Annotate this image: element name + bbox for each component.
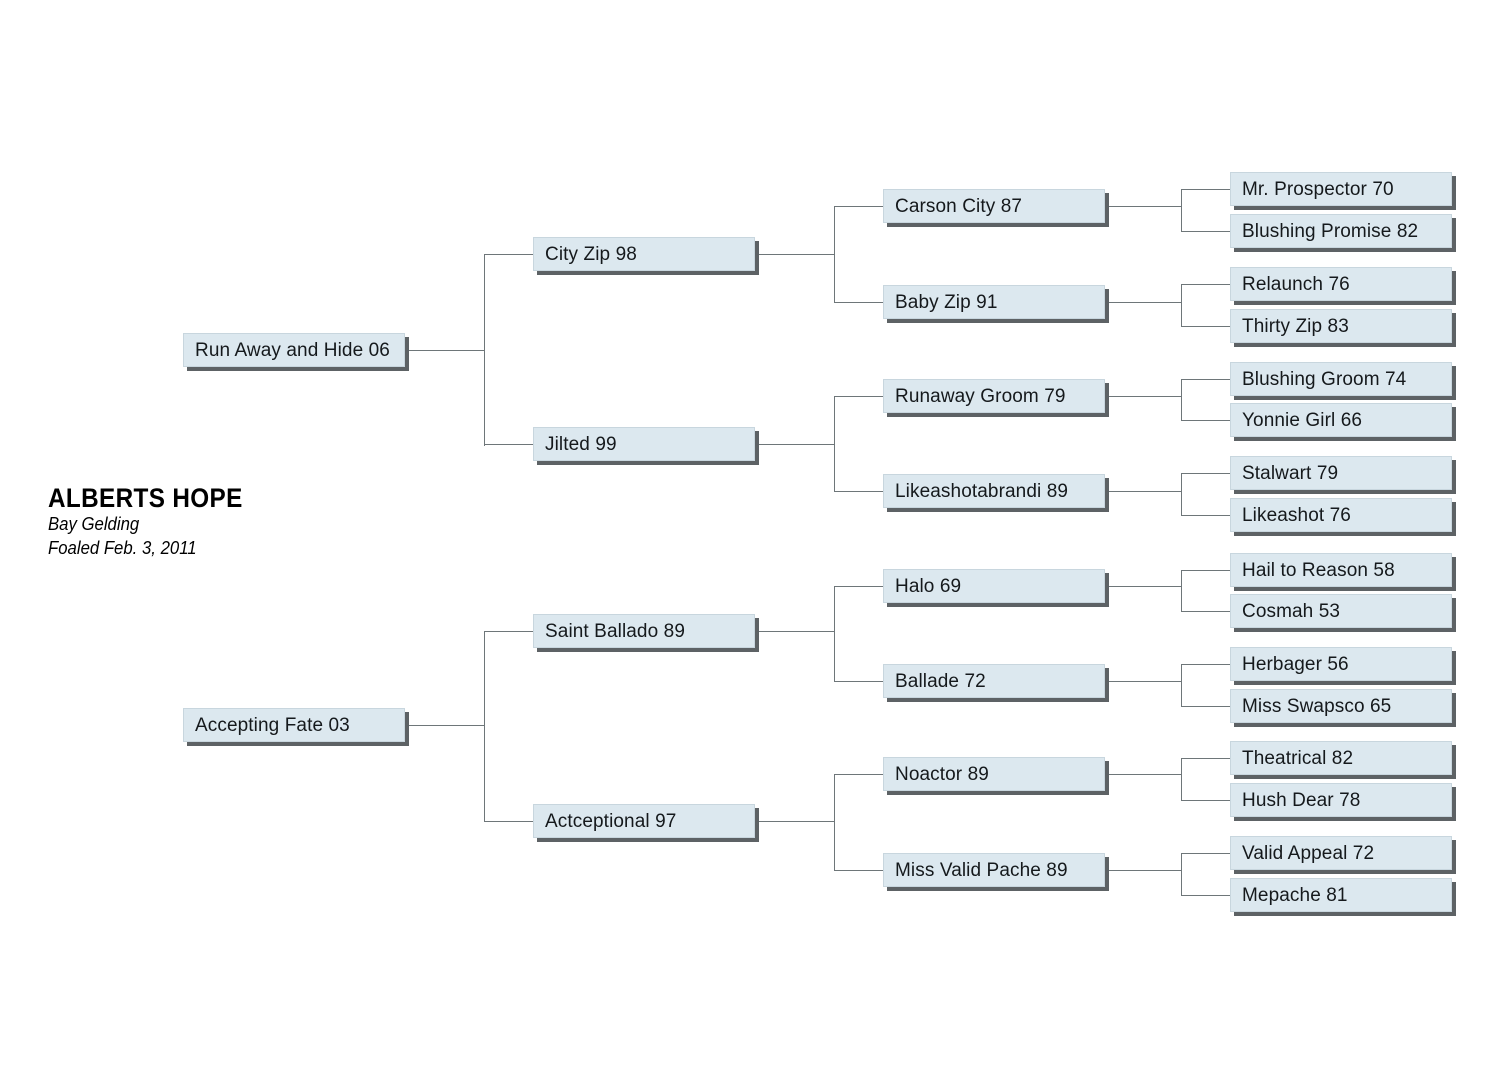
- connector-dam-branch-top: [484, 631, 533, 632]
- connector-ds-branch-bottom: [834, 681, 883, 682]
- connector-dam-branch-bottom: [484, 821, 533, 822]
- connector-dss-branch-bottom: [1181, 611, 1230, 612]
- subject-info: ALBERTS HOPE Bay Gelding Foaled Feb. 3, …: [48, 483, 378, 560]
- pedigree-node-dsd-dam[interactable]: Miss Swapsco 65: [1230, 689, 1452, 723]
- connector-sdd-riser: [1181, 473, 1182, 515]
- connector-sss-branch-top: [1181, 189, 1230, 190]
- pedigree-node-dam[interactable]: Accepting Fate 03: [183, 708, 405, 742]
- pedigree-node-dsd-sire[interactable]: Herbager 56: [1230, 647, 1452, 681]
- pedigree-node-sd-sire[interactable]: Runaway Groom 79: [883, 379, 1105, 413]
- connector-ddd-stem: [1109, 870, 1181, 871]
- connector-sds-branch-top: [1181, 379, 1230, 380]
- pedigree-node-ddd-dam[interactable]: Mepache 81: [1230, 878, 1452, 912]
- pedigree-node-ssd-dam[interactable]: Thirty Zip 83: [1230, 309, 1452, 343]
- connector-sd-riser: [834, 396, 835, 491]
- pedigree-node-sire[interactable]: Run Away and Hide 06: [183, 333, 405, 367]
- connector-sire-branch-bottom: [484, 444, 533, 445]
- pedigree-node-dd-sire[interactable]: Noactor 89: [883, 757, 1105, 791]
- pedigree-node-ds-dam[interactable]: Ballade 72: [883, 664, 1105, 698]
- connector-dds-riser: [1181, 758, 1182, 800]
- pedigree-node-dss-sire[interactable]: Hail to Reason 58: [1230, 553, 1452, 587]
- connector-dd-branch-top: [834, 774, 883, 775]
- connector-dss-branch-top: [1181, 570, 1230, 571]
- connector-sss-riser: [1181, 189, 1182, 231]
- connector-ddd-riser: [1181, 853, 1182, 895]
- connector-dd-riser: [834, 774, 835, 870]
- connector-dsd-stem: [1109, 681, 1181, 682]
- connector-dds-branch-bottom: [1181, 800, 1230, 801]
- pedigree-node-dam-dam[interactable]: Actceptional 97: [533, 804, 755, 838]
- connector-ddd-branch-top: [1181, 853, 1230, 854]
- connector-dds-branch-top: [1181, 758, 1230, 759]
- connector-ssd-riser: [1181, 284, 1182, 326]
- connector-ssd-stem: [1109, 302, 1181, 303]
- page-title: ALBERTS HOPE: [48, 483, 243, 513]
- pedigree-node-ss-dam[interactable]: Baby Zip 91: [883, 285, 1105, 319]
- pedigree-node-sss-sire[interactable]: Mr. Prospector 70: [1230, 172, 1452, 206]
- pedigree-node-sdd-sire[interactable]: Stalwart 79: [1230, 456, 1452, 490]
- subject-description: Bay Gelding: [48, 514, 140, 535]
- pedigree-node-sire-dam[interactable]: Jilted 99: [533, 427, 755, 461]
- connector-ddd-branch-bottom: [1181, 895, 1230, 896]
- connector-dd-stem: [759, 821, 834, 822]
- pedigree-node-dds-dam[interactable]: Hush Dear 78: [1230, 783, 1452, 817]
- connector-sire-stem: [409, 350, 484, 351]
- connector-dd-branch-bottom: [834, 870, 883, 871]
- pedigree-node-ssd-sire[interactable]: Relaunch 76: [1230, 267, 1452, 301]
- pedigree-node-sire-sire[interactable]: City Zip 98: [533, 237, 755, 271]
- connector-ss-riser: [834, 206, 835, 302]
- connector-sire-riser: [484, 254, 485, 446]
- connector-dsd-branch-top: [1181, 664, 1230, 665]
- connector-sdd-stem: [1109, 491, 1181, 492]
- pedigree-node-dds-sire[interactable]: Theatrical 82: [1230, 741, 1452, 775]
- pedigree-node-sd-dam[interactable]: Likeashotabrandi 89: [883, 474, 1105, 508]
- connector-ssd-branch-top: [1181, 284, 1230, 285]
- connector-dam-stem: [409, 725, 484, 726]
- connector-dam-riser: [484, 631, 485, 821]
- connector-sd-branch-bottom: [834, 491, 883, 492]
- connector-ss-stem: [759, 254, 834, 255]
- pedigree-node-sds-sire[interactable]: Blushing Groom 74: [1230, 362, 1452, 396]
- connector-dss-riser: [1181, 570, 1182, 611]
- connector-ss-branch-bottom: [834, 302, 883, 303]
- connector-sss-branch-bottom: [1181, 231, 1230, 232]
- pedigree-node-ddd-sire[interactable]: Valid Appeal 72: [1230, 836, 1452, 870]
- connector-ds-riser: [834, 586, 835, 681]
- pedigree-node-ds-sire[interactable]: Halo 69: [883, 569, 1105, 603]
- pedigree-node-sds-dam[interactable]: Yonnie Girl 66: [1230, 403, 1452, 437]
- connector-sds-branch-bottom: [1181, 420, 1230, 421]
- connector-dds-stem: [1109, 774, 1181, 775]
- connector-dss-stem: [1109, 586, 1181, 587]
- connector-sd-stem: [759, 444, 834, 445]
- connector-sds-stem: [1109, 396, 1181, 397]
- subject-foaled-date: Foaled Feb. 3, 2011: [48, 537, 197, 558]
- connector-dsd-branch-bottom: [1181, 706, 1230, 707]
- pedigree-node-sdd-dam[interactable]: Likeashot 76: [1230, 498, 1452, 532]
- connector-ssd-branch-bottom: [1181, 326, 1230, 327]
- pedigree-node-ss-sire[interactable]: Carson City 87: [883, 189, 1105, 223]
- connector-sss-stem: [1109, 206, 1181, 207]
- connector-ss-branch-top: [834, 206, 883, 207]
- connector-sdd-branch-bottom: [1181, 515, 1230, 516]
- connector-sd-branch-top: [834, 396, 883, 397]
- pedigree-node-sss-dam[interactable]: Blushing Promise 82: [1230, 214, 1452, 248]
- connector-dsd-riser: [1181, 664, 1182, 706]
- pedigree-node-dd-dam[interactable]: Miss Valid Pache 89: [883, 853, 1105, 887]
- connector-sdd-branch-top: [1181, 473, 1230, 474]
- connector-sds-riser: [1181, 379, 1182, 420]
- connector-ds-stem: [759, 631, 834, 632]
- pedigree-node-dss-dam[interactable]: Cosmah 53: [1230, 594, 1452, 628]
- connector-ds-branch-top: [834, 586, 883, 587]
- connector-sire-branch-top: [484, 254, 533, 255]
- pedigree-node-dam-sire[interactable]: Saint Ballado 89: [533, 614, 755, 648]
